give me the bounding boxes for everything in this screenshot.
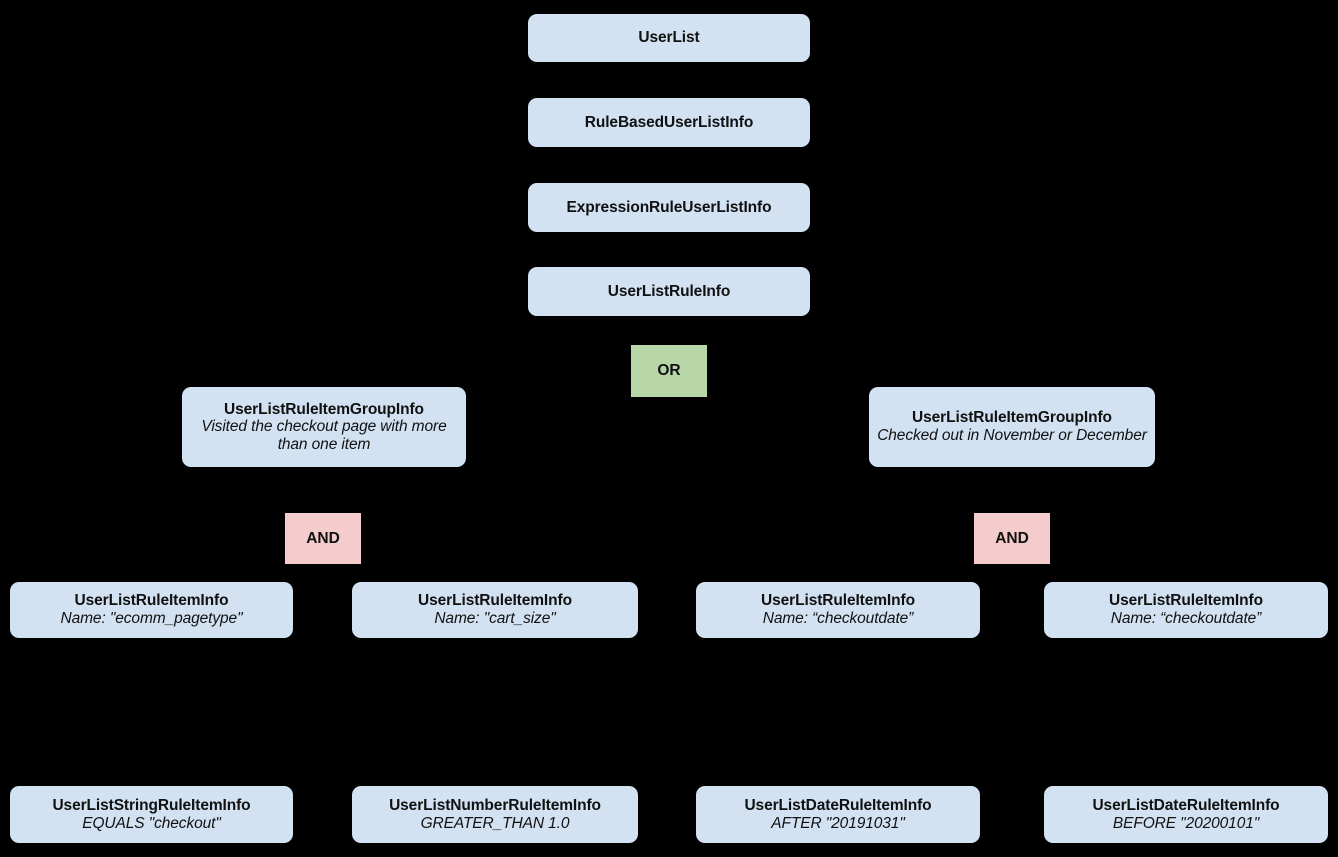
node-or-operator[interactable]: OR [631, 345, 707, 397]
node-title: UserListRuleItemInfo [418, 592, 572, 610]
node-subtitle: EQUALS "checkout" [82, 814, 221, 832]
node-user-list-rule-info[interactable]: UserListRuleInfo [528, 267, 810, 316]
node-leaf-3[interactable]: UserListDateRuleItemInfo AFTER "20191031… [696, 786, 980, 843]
node-title: UserListStringRuleItemInfo [52, 796, 251, 814]
node-title: UserListRuleInfo [607, 282, 731, 300]
node-subtitle: GREATER_THAN 1.0 [420, 814, 570, 832]
node-title: UserListNumberRuleItemInfo [389, 796, 601, 814]
node-leaf-1[interactable]: UserListStringRuleItemInfo EQUALS "check… [10, 786, 293, 843]
node-title: RuleBasedUserListInfo [584, 113, 754, 131]
node-title: UserListDateRuleItemInfo [1092, 796, 1280, 814]
edge-group-right-to-and-right [1010, 466, 1013, 514]
node-subtitle: Name: “checkoutdate” [1110, 610, 1262, 627]
node-and-right[interactable]: AND [974, 513, 1050, 564]
node-and-left[interactable]: AND [285, 513, 361, 564]
node-item-2[interactable]: UserListRuleItemInfo Name: "cart_size" [352, 582, 638, 638]
node-title: UserListRuleItemInfo [1109, 592, 1263, 610]
node-item-4[interactable]: UserListRuleItemInfo Name: “checkoutdate… [1044, 582, 1328, 638]
node-subtitle: AFTER "20191031" [771, 814, 905, 832]
node-subtitle: Checked out in November or December [877, 427, 1147, 444]
node-title: UserListRuleItemGroupInfo [912, 409, 1112, 427]
node-item-1[interactable]: UserListRuleItemInfo Name: "ecomm_pagety… [10, 582, 293, 638]
node-title: UserList [638, 29, 700, 47]
node-group-left[interactable]: UserListRuleItemGroupInfo Visited the ch… [182, 387, 466, 467]
node-title: UserListDateRuleItemInfo [744, 796, 932, 814]
edge-and-right-to-item-4 [1035, 563, 1187, 583]
node-title: ExpressionRuleUserListInfo [566, 198, 772, 216]
node-group-right[interactable]: UserListRuleItemGroupInfo Checked out in… [869, 387, 1155, 467]
node-expression-rule-user-list-info[interactable]: ExpressionRuleUserListInfo [528, 183, 810, 232]
node-subtitle: BEFORE "20200101" [1112, 814, 1260, 832]
node-title: UserListRuleItemInfo [761, 592, 915, 610]
node-user-list[interactable]: UserList [528, 14, 810, 62]
operator-label: AND [306, 529, 340, 547]
node-leaf-4[interactable]: UserListDateRuleItemInfo BEFORE "2020010… [1044, 786, 1328, 843]
node-subtitle: Name: "cart_size" [434, 610, 556, 627]
node-subtitle: Name: "ecomm_pagetype" [60, 610, 243, 627]
node-subtitle: Visited the checkout page with more than… [201, 418, 447, 453]
node-title: UserListRuleItemGroupInfo [224, 400, 424, 418]
node-rule-based-user-list-info[interactable]: RuleBasedUserListInfo [528, 98, 810, 147]
edge-group-left-to-and-left [321, 466, 325, 514]
node-title: UserListRuleItemInfo [74, 592, 229, 610]
operator-label: AND [995, 529, 1029, 547]
node-subtitle: Name: “checkoutdate” [762, 610, 914, 627]
node-item-3[interactable]: UserListRuleItemInfo Name: “checkoutdate… [696, 582, 980, 638]
edge-and-right-to-item-3 [837, 563, 991, 583]
edge-and-left-to-item-2 [345, 563, 496, 583]
operator-label: OR [657, 362, 681, 380]
node-leaf-2[interactable]: UserListNumberRuleItemInfo GREATER_THAN … [352, 786, 638, 843]
edge-and-left-to-item-1 [151, 563, 301, 583]
